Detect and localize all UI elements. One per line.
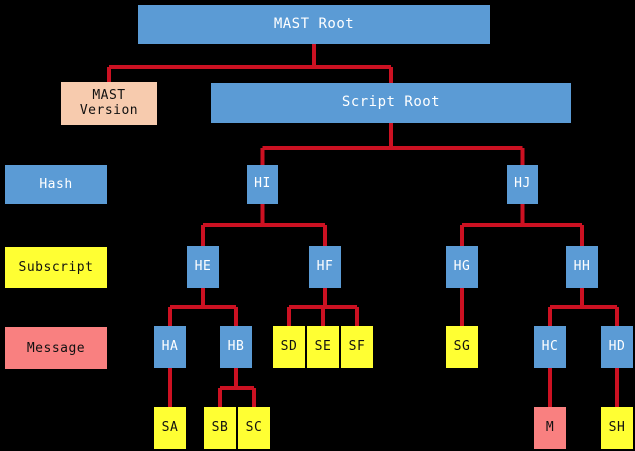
node-HC[interactable]: HC <box>534 326 566 368</box>
node-SF[interactable]: SF <box>341 326 373 368</box>
node-script-root[interactable]: Script Root <box>211 83 571 123</box>
node-HF[interactable]: HF <box>309 246 341 288</box>
node-SG[interactable]: SG <box>446 326 478 368</box>
node-HI[interactable]: HI <box>247 165 278 204</box>
node-mast-version[interactable]: MAST Version <box>61 82 157 125</box>
node-HJ[interactable]: HJ <box>507 165 538 204</box>
node-HG[interactable]: HG <box>446 246 478 288</box>
node-HD[interactable]: HD <box>601 326 633 368</box>
node-HE[interactable]: HE <box>187 246 219 288</box>
legend-item-message: Message <box>5 327 107 369</box>
node-HB[interactable]: HB <box>220 326 252 368</box>
legend-item-hash: Hash <box>5 165 107 204</box>
node-SB[interactable]: SB <box>204 407 236 449</box>
node-HH[interactable]: HH <box>566 246 598 288</box>
node-SE[interactable]: SE <box>307 326 339 368</box>
node-SH[interactable]: SH <box>601 407 633 449</box>
legend-item-subscript: Subscript <box>5 247 107 288</box>
node-HA[interactable]: HA <box>154 326 186 368</box>
node-SA[interactable]: SA <box>154 407 186 449</box>
node-M[interactable]: M <box>534 407 566 449</box>
node-SC[interactable]: SC <box>238 407 270 449</box>
node-SD[interactable]: SD <box>273 326 305 368</box>
node-mast-root[interactable]: MAST Root <box>138 5 490 44</box>
